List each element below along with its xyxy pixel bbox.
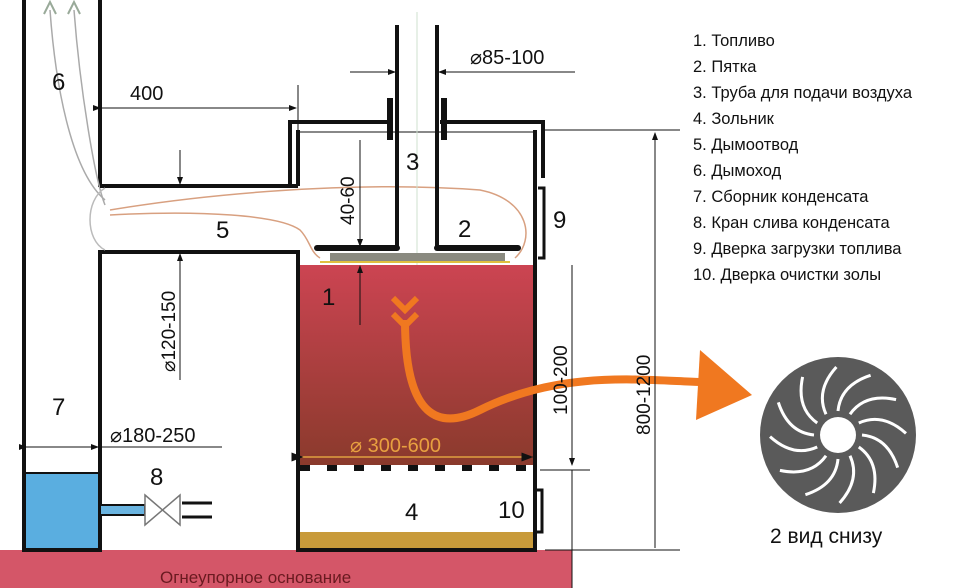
drain-valve[interactable] (99, 493, 212, 527)
dim-ash-height: 100-200 (551, 345, 572, 415)
base-label: Огнеупорное основание (160, 568, 351, 587)
legend-item: 4. Зольник (693, 110, 774, 128)
legend-item: 6. Дымоход (693, 162, 782, 180)
dim-air-pipe: ⌀85-100 (470, 47, 544, 69)
refractory-base (0, 550, 572, 588)
label-10: 10 (498, 497, 525, 524)
fan-blade (836, 373, 872, 412)
legend-item: 8. Кран слива конденсата (693, 214, 890, 232)
flame-flow-arrow (401, 319, 701, 423)
fan-blade (848, 396, 897, 416)
label-3: 3 (406, 149, 419, 176)
bottom-view-disk (760, 357, 916, 513)
fan-blade (838, 455, 856, 504)
chimney (22, 0, 102, 552)
air-pipe (387, 25, 447, 250)
label-7: 7 (52, 394, 65, 421)
label-6: 6 (52, 69, 65, 96)
stove-body (288, 120, 545, 552)
legend-item: 9. Дверка загрузки топлива (693, 240, 902, 258)
label-4: 4 (405, 499, 418, 526)
ash-door[interactable] (536, 488, 544, 534)
legend-item: 7. Сборник конденсата (693, 188, 869, 206)
label-9: 9 (553, 207, 566, 234)
legend: 1. Топливо 2. Пятка 3. Труба для подачи во… (693, 28, 912, 288)
gas-flow-line (109, 186, 527, 259)
label-2: 2 (458, 216, 471, 243)
condensate-water (26, 473, 98, 548)
fan-blade (858, 417, 907, 435)
label-8: 8 (150, 464, 163, 491)
fan-blade (804, 458, 840, 497)
fan-blade (776, 401, 815, 437)
legend-item: 1. Топливо (693, 32, 775, 50)
fan-blade (769, 435, 818, 453)
legend-item: 3. Труба для подачи воздуха (693, 84, 913, 102)
dim-total-height: 800-1200 (634, 355, 655, 435)
fan-blade (857, 445, 877, 494)
smoke-flow-arrow (49, 9, 106, 201)
fan-blade (779, 454, 828, 474)
smoke-duct (100, 184, 300, 254)
bottom-view-label: 2 вид снизу (770, 525, 883, 548)
label-1: 1 (322, 284, 335, 311)
dim-body-diameter: ⌀ 300-600 (350, 435, 441, 457)
fan-blade (799, 376, 819, 425)
fuel-door[interactable] (538, 186, 546, 260)
fan-blade (861, 433, 900, 469)
dim-disk-gap: 40-60 (338, 176, 359, 225)
legend-item: 10. Дверка очистки золы (693, 266, 882, 284)
ash-tray-base (300, 532, 534, 548)
legend-item: 2. Пятка (693, 58, 757, 76)
legend-item: 5. Дымоотвод (693, 136, 799, 154)
label-5: 5 (216, 217, 229, 244)
dim-duct-height: ⌀120-150 (159, 291, 180, 372)
dim-condensate: ⌀180-250 (110, 425, 195, 447)
dim-chimney-offset: 400 (130, 83, 163, 105)
fan-blade (820, 366, 838, 415)
